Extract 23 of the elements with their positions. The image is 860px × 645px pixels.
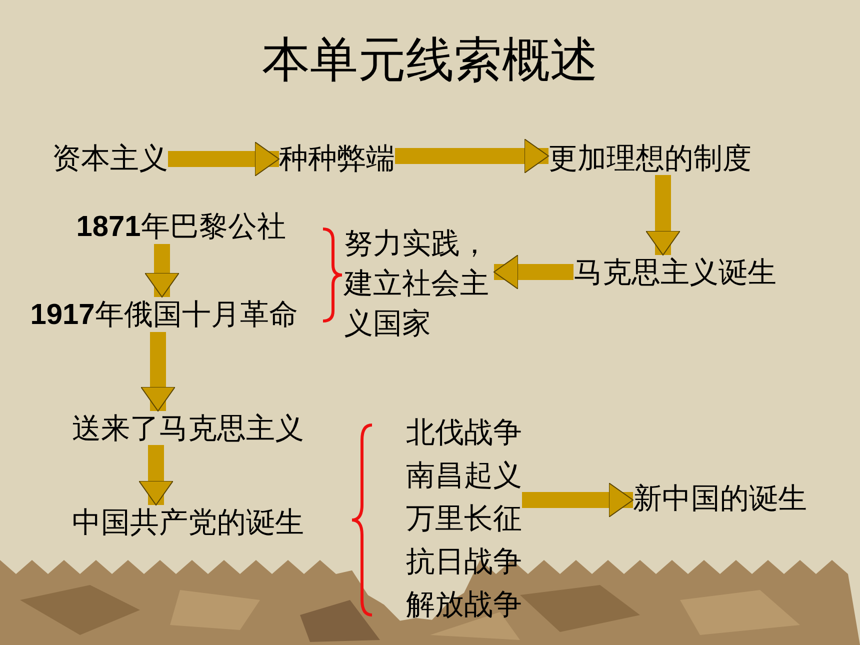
block-arrow [168, 142, 280, 176]
block-arrow [144, 244, 180, 298]
list-item: 北伐战争 [406, 414, 522, 451]
block-arrow [140, 332, 176, 412]
stage-text: 中国共产党的诞生 [72, 505, 304, 539]
stage-text: 马克思主义诞生 [574, 255, 776, 289]
stage-text: 1917年俄国十月革命 [30, 297, 298, 332]
block-arrow [522, 482, 634, 518]
block-arrow [494, 254, 574, 290]
stage-text: 更加理想的制度 [548, 141, 752, 175]
list-item: 抗日战争 [406, 543, 522, 580]
stage-text: 资本主义 [52, 141, 168, 175]
list-item: 南昌起义 [406, 457, 522, 494]
block-arrow [138, 445, 174, 506]
stage-text: 1871年巴黎公社 [76, 209, 286, 244]
block-arrow [646, 175, 680, 256]
title: 本单元线索概述 [261, 31, 599, 90]
stage-text: 新中国的诞生 [633, 481, 807, 515]
block-arrow [395, 138, 549, 174]
stage-text: 送来了马克思主义 [72, 411, 304, 445]
note-text: 努力实践，建立社会主义国家 [344, 223, 494, 343]
list-item: 万里长征 [406, 500, 522, 537]
stage-text: 种种弊端 [279, 141, 395, 175]
